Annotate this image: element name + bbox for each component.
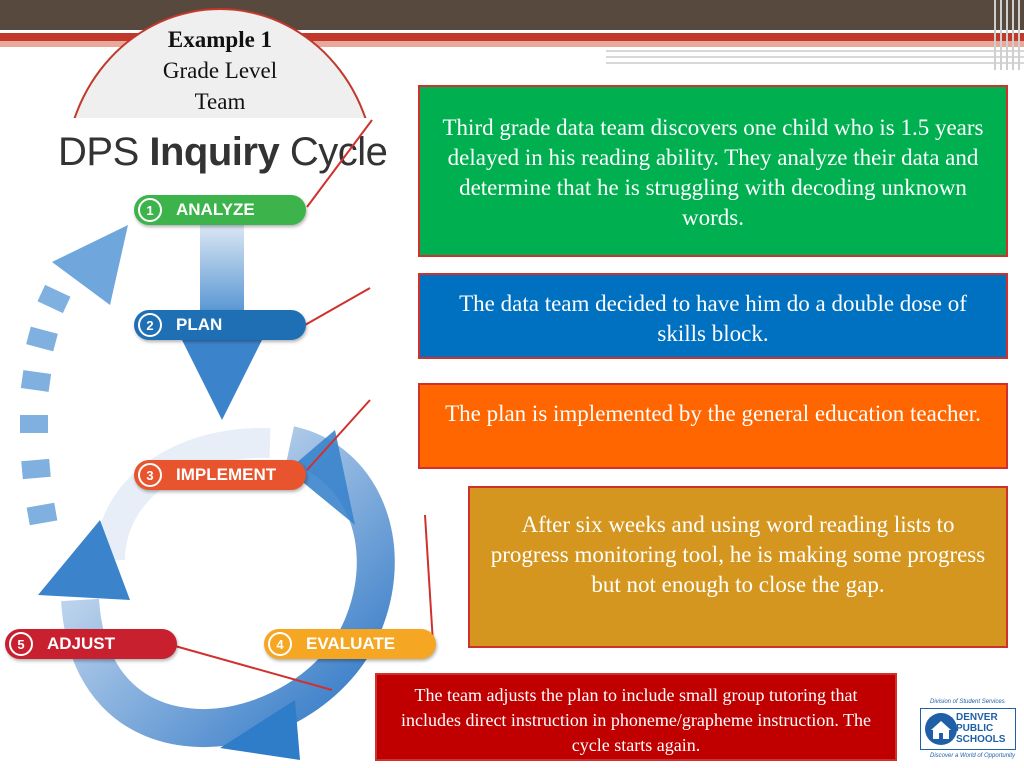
logo-line3: SCHOOLS (956, 734, 1006, 745)
example-label: Example 1 (167, 27, 273, 52)
step-number: 1 (138, 198, 162, 222)
step-label: ADJUST (47, 634, 116, 653)
connector-lines (174, 119, 434, 691)
step-number: 3 (138, 463, 162, 487)
logo-motto: Discover a World of Opportunity (930, 753, 1016, 759)
dps-logo (920, 708, 1016, 750)
step-implement: 3 IMPLEMENT (134, 460, 306, 490)
subtitle-line2: Team (194, 89, 246, 114)
adjust-description: The team adjusts the plan to include sma… (375, 673, 897, 761)
adjust-arrow-icon (38, 520, 130, 600)
step-number: 4 (268, 632, 292, 656)
implement-arrow-icon (288, 430, 355, 525)
pink-stripe (0, 41, 1024, 47)
logo-tagline: Division of Student Services (930, 699, 1005, 705)
return-dashes (20, 284, 71, 526)
step-number: 5 (9, 632, 33, 656)
step-label: PLAN (176, 315, 223, 334)
step-label: ANALYZE (176, 200, 255, 219)
logo-line1: DENVER (956, 712, 998, 723)
header-title: Example 1 Grade Level Team (120, 24, 320, 117)
evaluate-arrow-icon (220, 700, 300, 760)
plan-arrow-icon (182, 340, 262, 420)
step-label: EVALUATE (306, 634, 396, 653)
logo-name: DENVER PUBLIC SCHOOLS (956, 712, 1005, 745)
step-adjust: 5 ADJUST (5, 629, 177, 659)
subtitle-line1: Grade Level (162, 58, 278, 83)
step-label: IMPLEMENT (176, 465, 277, 484)
title-bold: Inquiry (149, 130, 280, 174)
evaluate-description: After six weeks and using word reading l… (468, 486, 1008, 648)
title-prefix: DPS (58, 130, 150, 174)
step-plan: 2 PLAN (134, 310, 306, 340)
step-analyze: 1 ANALYZE (134, 195, 306, 225)
analyze-description: Third grade data team discovers one chil… (418, 85, 1008, 257)
cycle-title: DPS Inquiry Cycle (58, 130, 388, 175)
grey-stripes (606, 50, 1024, 72)
plan-description: The data team decided to have him do a d… (418, 273, 1008, 359)
red-stripe (0, 33, 1024, 41)
step-evaluate: 4 EVALUATE (264, 629, 436, 659)
implement-description: The plan is implemented by the general e… (418, 383, 1008, 469)
school-building-icon (925, 713, 957, 745)
cycle-ring (61, 426, 395, 748)
logo-line2: PUBLIC (956, 723, 994, 734)
return-arrow-icon (52, 225, 128, 305)
edge-bars (992, 0, 1024, 70)
title-suffix: Cycle (279, 130, 388, 174)
step-number: 2 (138, 313, 162, 337)
